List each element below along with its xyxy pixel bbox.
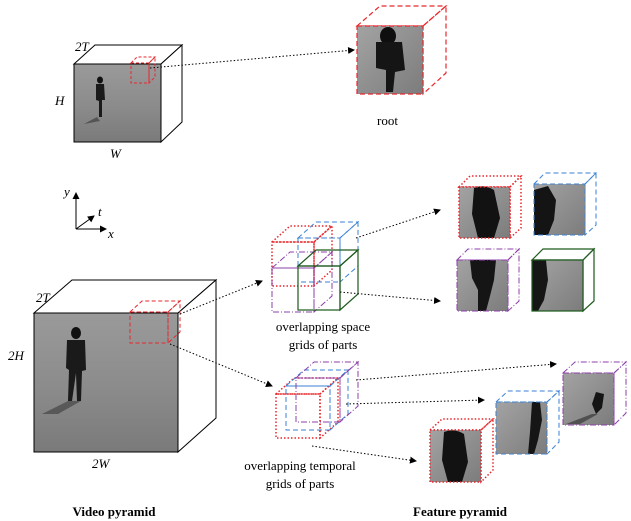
- space-grid-cubes: [270, 220, 360, 314]
- arrow-to-space-grids: [179, 279, 263, 315]
- temporal-patch-blue: [494, 389, 561, 456]
- arrow-temporal-to-blue: [345, 396, 485, 405]
- root-label: root: [377, 113, 398, 128]
- space-patch-green: [530, 247, 596, 313]
- arrow-to-root: [149, 47, 355, 69]
- x-axis-label: x: [107, 226, 114, 241]
- small-width-label: W: [110, 146, 122, 161]
- temporal-patch-red: [428, 417, 495, 484]
- small-height-label: H: [54, 93, 65, 108]
- video-pyramid-caption: Video pyramid: [73, 504, 157, 519]
- space-grids-label-line2: grids of parts: [289, 337, 358, 352]
- root-person-figure: [376, 27, 405, 92]
- temporal-patch-purple: [561, 360, 628, 427]
- arrow-to-temporal-grids: [169, 343, 273, 387]
- arrow-space-to-top-patches: [355, 208, 441, 239]
- small-person-figure: [84, 76, 105, 124]
- large-depth-label: 2T: [36, 290, 51, 305]
- large-width-label: 2W: [92, 456, 111, 471]
- space-patch-red: [457, 174, 523, 240]
- small-video-cube: 2T H W: [54, 39, 184, 161]
- temporal-grids-label-line2: grids of parts: [266, 476, 335, 491]
- temporal-grid-cubes: [274, 360, 360, 440]
- arrow-temporal-to-purple: [355, 360, 557, 381]
- small-depth-label: 2T: [75, 39, 90, 54]
- root-patch-cube: [355, 4, 448, 96]
- arrow-temporal-to-red: [311, 445, 417, 464]
- temporal-grids-label-line1: overlapping temporal: [244, 458, 356, 473]
- feature-pyramid-caption: Feature pyramid: [413, 504, 508, 519]
- space-grids-label-line1: overlapping space: [276, 319, 370, 334]
- large-person-figure: [42, 327, 86, 414]
- large-selection-box: [128, 299, 182, 345]
- arrow-space-to-bottom-patches: [339, 291, 441, 304]
- large-height-label: 2H: [8, 348, 25, 363]
- t-axis-label: t: [98, 204, 102, 219]
- space-patch-purple: [455, 247, 521, 313]
- small-root-selection-box: [129, 55, 157, 85]
- space-patch-blue: [532, 171, 598, 237]
- large-video-cube: 2T 2H 2W: [8, 278, 218, 471]
- y-axis-label: y: [62, 184, 70, 199]
- axes-icon: y t x: [62, 184, 114, 241]
